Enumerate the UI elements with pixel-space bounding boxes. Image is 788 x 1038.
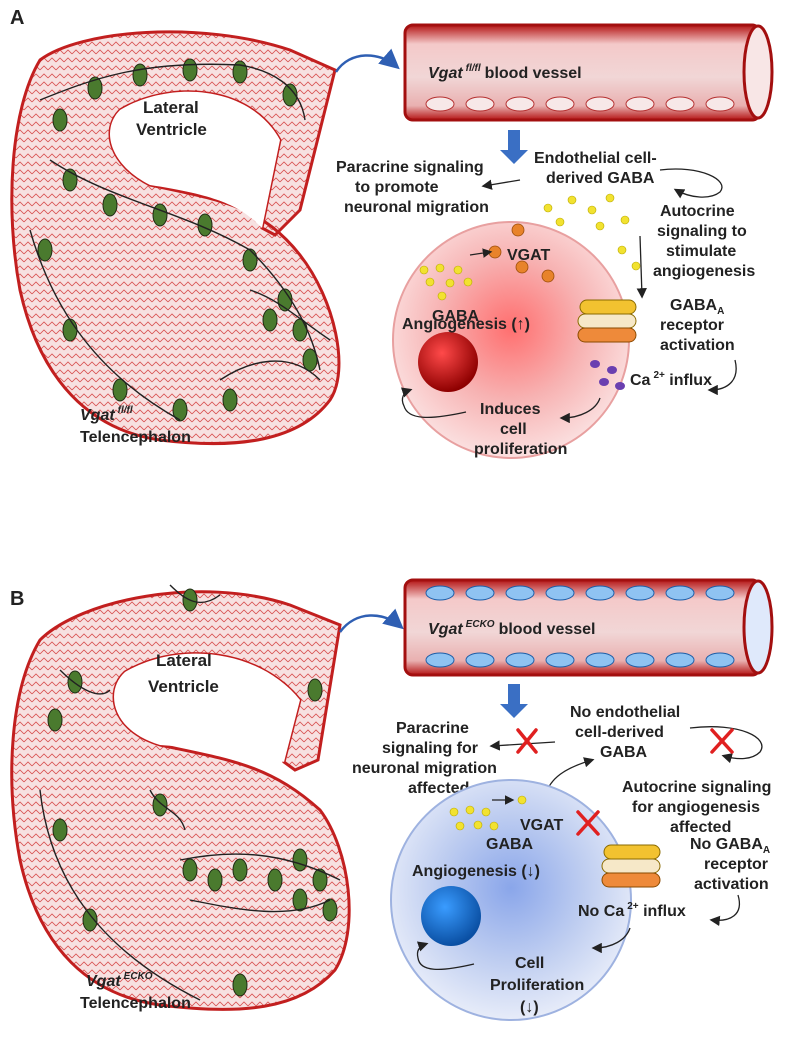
ca-to-proliferation-arrow-b — [591, 927, 631, 954]
vgat-vesicles-a — [488, 223, 555, 283]
angiogenesis-label-a: Angiogenesis (↑) — [402, 316, 530, 333]
angiogenesis-label-b: Angiogenesis (↓) — [412, 863, 540, 880]
paracrine-text-b: Paracrine signaling for neuronal migrati… — [352, 720, 501, 797]
proliferation-text-b: Cell Proliferation (↓) — [490, 955, 589, 1016]
proliferation-loop-arrow-b — [416, 941, 475, 971]
panel-letter-b: B — [10, 588, 24, 610]
nucleus-a — [418, 332, 478, 392]
paracrine-arrow-a — [481, 179, 521, 190]
tissue-to-vessel-arrow-a — [334, 48, 400, 73]
gaba-a-receptor-a — [577, 299, 637, 343]
autocrine-text-b: Autocrine signaling for angiogenesis aff… — [622, 779, 776, 836]
gaba-label-b: GABA — [486, 836, 534, 853]
nucleus-b — [421, 886, 481, 946]
down-arrow-b — [500, 684, 528, 718]
ca-to-proliferation-arrow-a — [559, 397, 601, 424]
telencephalon-tissue-a — [10, 30, 341, 446]
receptor-text-b: No GABAA receptor activation — [690, 836, 775, 893]
gaba-a-receptor-b — [601, 844, 661, 888]
paracrine-cross-b — [516, 728, 538, 754]
proliferation-loop-arrow-a — [400, 387, 467, 419]
ventricle-b — [114, 653, 300, 762]
induces-text-a: Induces cell proliferation — [474, 401, 567, 458]
vgat-cross-b — [576, 810, 600, 836]
ca-dots-a — [590, 360, 625, 390]
telencephalon-label-b: Telencephalon — [80, 995, 191, 1012]
down-arrow-a — [500, 130, 528, 164]
ventricle-label-a: Lateral Ventricle — [136, 98, 207, 139]
autocrine-loop-arrow-a — [659, 168, 723, 199]
receptor-to-ca-arrow-b — [709, 894, 740, 927]
autocrine-cross-b — [710, 728, 734, 754]
telencephalon-label-a: Telencephalon — [80, 429, 191, 446]
blood-vessel-a — [403, 23, 774, 122]
autocrine-text-a: Autocrine signaling to stimulate angioge… — [653, 203, 755, 280]
autocrine-loop-arrow-b — [689, 726, 763, 764]
vgat-label-b: VGAT — [520, 817, 563, 834]
vgat-arrow-a — [469, 248, 493, 258]
gaba-dots-a — [419, 193, 641, 301]
vgat-label-a: VGAT — [507, 247, 550, 264]
receptor-arrow-a — [636, 235, 647, 299]
gaba-label-a: GABA — [432, 308, 480, 325]
paracrine-text-a: Paracrine signaling to promote neuronal … — [336, 159, 489, 216]
panel-letter-a: A — [10, 7, 24, 29]
ventricle-label-b: Lateral Ventricle — [148, 651, 219, 696]
neuron-processes-b — [39, 584, 341, 1001]
receptor-text-a: GABAA receptor activation — [660, 297, 735, 354]
gaba-dots-b — [449, 795, 527, 831]
ventricle-a — [110, 91, 280, 228]
endothelial-text-a: Endothelial cell- derived GABA — [534, 150, 661, 187]
tissue-to-vessel-arrow-b — [338, 608, 404, 633]
receptor-to-ca-arrow-a — [707, 359, 737, 396]
endothelial-cell-b — [390, 779, 632, 1021]
endothelial-text-b: No endothelial cell-derived GABA — [570, 704, 685, 761]
blood-vessel-b — [403, 578, 774, 677]
neuron-processes-a — [29, 63, 331, 421]
